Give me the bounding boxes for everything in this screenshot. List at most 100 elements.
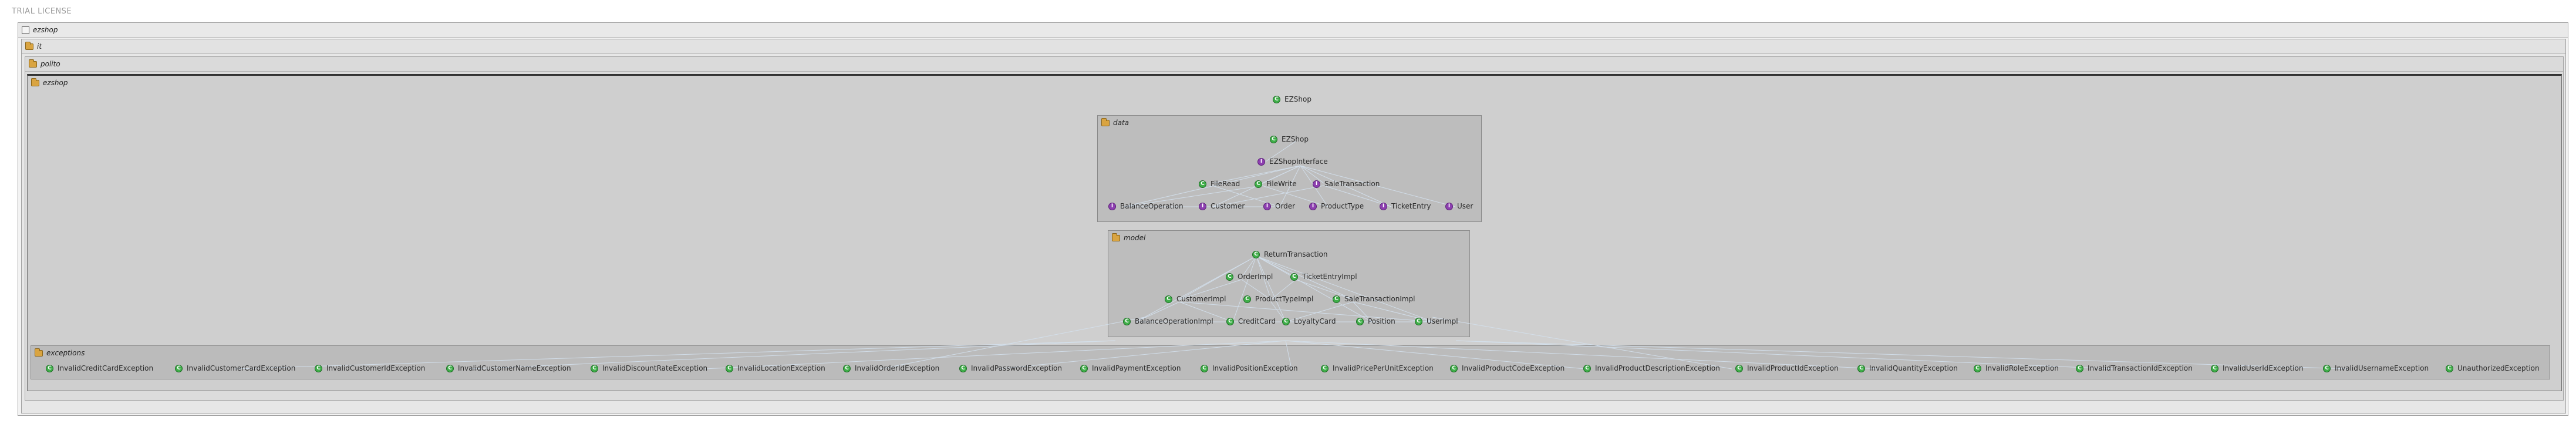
class-exception[interactable]: C InvalidOrderIdException xyxy=(843,364,939,372)
project-header: ezshop xyxy=(18,23,2568,38)
class-file-read-label: FileRead xyxy=(1211,180,1240,188)
class-exception[interactable]: C UnauthorizedException xyxy=(2446,364,2540,372)
class-exception[interactable]: C InvalidDiscountRateException xyxy=(591,364,707,372)
class-sale-transaction-impl[interactable]: C SaleTransactionImpl xyxy=(1333,295,1415,303)
trial-license-label: TRIAL LICENSE xyxy=(12,7,72,16)
class-exception[interactable]: C InvalidUserIdException xyxy=(2211,364,2303,372)
class-loyalty-card-label: LoyaltyCard xyxy=(1294,317,1336,325)
interface-customer-label: Customer xyxy=(1211,202,1245,210)
class-balance-operation-impl[interactable]: C BalanceOperationImpl xyxy=(1123,317,1213,325)
class-order-impl-label: OrderImpl xyxy=(1238,273,1273,281)
package-data-title: data xyxy=(1113,119,1129,127)
class-exception[interactable]: C InvalidProductIdException xyxy=(1735,364,1839,372)
class-icon: C xyxy=(1857,364,1865,372)
interface-balance-operation[interactable]: I BalanceOperation xyxy=(1108,202,1184,210)
class-exception[interactable]: C InvalidPositionException xyxy=(1201,364,1298,372)
package-icon xyxy=(29,59,37,68)
class-exception[interactable]: C InvalidPasswordException xyxy=(959,364,1062,372)
package-polito-header: polito xyxy=(25,57,2563,72)
class-icon: C xyxy=(46,364,53,372)
class-ticket-entry-impl[interactable]: C TicketEntryImpl xyxy=(1290,273,1357,281)
exception-label: UnauthorizedException xyxy=(2457,364,2540,372)
exception-label: InvalidCustomerCardException xyxy=(187,364,296,372)
exception-label: InvalidPasswordException xyxy=(971,364,1062,372)
class-exception[interactable]: C InvalidRoleException xyxy=(1974,364,2059,372)
class-icon: C xyxy=(446,364,454,372)
interface-user[interactable]: I User xyxy=(1445,202,1473,210)
exception-label: InvalidProductDescriptionException xyxy=(1595,364,1720,372)
class-exception[interactable]: C InvalidTransactionIdException xyxy=(2076,364,2193,372)
class-icon: C xyxy=(843,364,851,372)
package-ezshop-title: ezshop xyxy=(43,79,68,87)
interface-product-type[interactable]: I ProductType xyxy=(1309,202,1364,210)
class-icon: C xyxy=(1080,364,1088,372)
interface-sale-transaction[interactable]: I SaleTransaction xyxy=(1313,180,1380,188)
class-order-impl[interactable]: C OrderImpl xyxy=(1226,273,1273,281)
class-ticket-entry-impl-label: TicketEntryImpl xyxy=(1302,273,1357,281)
interface-sale-transaction-label: SaleTransaction xyxy=(1324,180,1380,188)
class-exception[interactable]: C InvalidLocationException xyxy=(726,364,825,372)
class-exception[interactable]: C InvalidUsernameException xyxy=(2323,364,2429,372)
package-exceptions-header: exceptions xyxy=(31,346,2550,360)
class-icon: C xyxy=(1243,295,1251,303)
class-exception[interactable]: C InvalidCustomerCardException xyxy=(175,364,295,372)
interface-icon: I xyxy=(1108,202,1116,210)
package-icon xyxy=(25,41,33,50)
package-exceptions[interactable]: exceptions xyxy=(31,345,2550,379)
exception-label: InvalidCreditCardException xyxy=(58,364,154,372)
class-loyalty-card[interactable]: C LoyaltyCard xyxy=(1282,317,1336,325)
class-return-transaction-label: ReturnTransaction xyxy=(1264,250,1328,258)
exception-label: InvalidCustomerNameException xyxy=(458,364,571,372)
class-exception[interactable]: C InvalidCustomerIdException xyxy=(315,364,425,372)
class-icon: C xyxy=(1333,295,1340,303)
package-it-header: it xyxy=(22,39,2565,54)
class-user-impl-label: UserImpl xyxy=(1427,317,1458,325)
class-icon: C xyxy=(1415,317,1422,325)
package-it-title: it xyxy=(37,42,42,51)
interface-order[interactable]: I Order xyxy=(1263,202,1295,210)
exception-label: InvalidPositionException xyxy=(1212,364,1298,372)
interface-user-label: User xyxy=(1457,202,1474,210)
class-ezshop-root[interactable]: C EZShop xyxy=(1273,95,1311,103)
class-icon: C xyxy=(2211,364,2218,372)
class-icon: C xyxy=(1282,317,1290,325)
class-user-impl[interactable]: C UserImpl xyxy=(1415,317,1458,325)
class-exception[interactable]: C InvalidPricePerUnitException xyxy=(1321,364,1434,372)
class-exception[interactable]: C InvalidProductCodeException xyxy=(1450,364,1565,372)
class-file-write[interactable]: C FileWrite xyxy=(1255,180,1297,188)
package-model-title: model xyxy=(1124,234,1146,242)
class-ezshop-data-label: EZShop xyxy=(1282,135,1309,143)
class-ezshop-data[interactable]: C EZShop xyxy=(1270,135,1309,143)
interface-order-label: Order xyxy=(1275,202,1296,210)
class-exception[interactable]: C InvalidPaymentException xyxy=(1080,364,1181,372)
exception-label: InvalidDiscountRateException xyxy=(602,364,708,372)
package-icon xyxy=(31,78,39,86)
package-icon xyxy=(1101,117,1110,126)
exception-label: InvalidCustomerIdException xyxy=(326,364,426,372)
class-position-label: Position xyxy=(1368,317,1395,325)
class-icon: C xyxy=(1974,364,1981,372)
class-icon: C xyxy=(315,364,322,372)
class-product-type-impl[interactable]: C ProductTypeImpl xyxy=(1243,295,1313,303)
class-exception[interactable]: C InvalidProductDescriptionException xyxy=(1583,364,1720,372)
class-customer-impl[interactable]: C CustomerImpl xyxy=(1165,295,1226,303)
interface-ticket-entry[interactable]: I TicketEntry xyxy=(1380,202,1431,210)
exception-label: InvalidProductIdException xyxy=(1747,364,1839,372)
class-icon: C xyxy=(591,364,598,372)
class-icon: C xyxy=(726,364,733,372)
class-return-transaction[interactable]: C ReturnTransaction xyxy=(1252,250,1327,258)
interface-icon: I xyxy=(1199,202,1206,210)
class-credit-card[interactable]: C CreditCard xyxy=(1226,317,1276,325)
class-icon: C xyxy=(175,364,183,372)
interface-customer[interactable]: I Customer xyxy=(1199,202,1245,210)
class-customer-impl-label: CustomerImpl xyxy=(1176,295,1226,303)
class-icon: C xyxy=(1273,95,1280,103)
class-position[interactable]: C Position xyxy=(1356,317,1395,325)
class-file-read[interactable]: C FileRead xyxy=(1199,180,1240,188)
class-exception[interactable]: C InvalidQuantityException xyxy=(1857,364,1958,372)
interface-ezshop-interface[interactable]: I EZShopInterface xyxy=(1257,157,1328,166)
class-exception[interactable]: C InvalidCreditCardException xyxy=(46,364,153,372)
class-exception[interactable]: C InvalidCustomerNameException xyxy=(446,364,571,372)
project-title: ezshop xyxy=(33,26,58,34)
class-icon: C xyxy=(1290,273,1298,281)
